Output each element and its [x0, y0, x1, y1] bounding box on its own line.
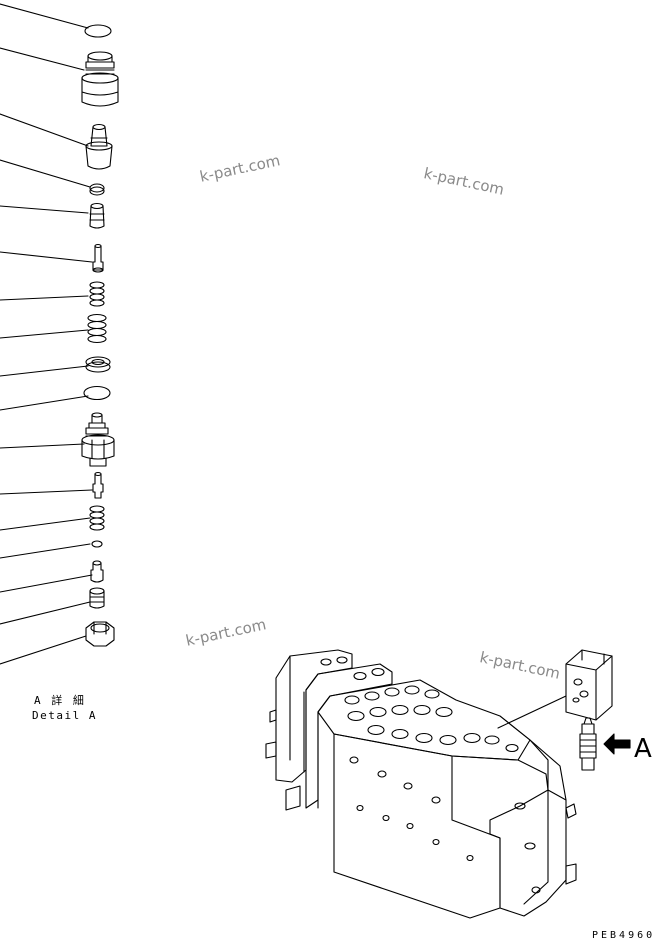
- view-arrow: [603, 733, 631, 755]
- detail-a-valve-cartridge: [579, 717, 597, 771]
- retainer-ring-part: [85, 356, 111, 373]
- ball-part: [91, 540, 103, 548]
- detail-label-japanese: A 詳 細: [34, 694, 86, 707]
- leader-lines: [0, 3, 93, 665]
- spring-part-lower: [89, 505, 105, 531]
- valve-body-part: [81, 412, 115, 467]
- sleeve-part: [85, 123, 113, 170]
- detail-a-block: [565, 649, 613, 721]
- o-ring-part: [84, 24, 112, 38]
- view-arrow-label: A: [634, 734, 652, 764]
- drawing-code: PEB4960: [592, 930, 656, 941]
- stopper-part: [90, 560, 104, 583]
- lock-nut-part: [85, 621, 115, 647]
- valve-ports: [320, 656, 541, 894]
- spool-part: [89, 202, 105, 229]
- control-valve-assembly: [265, 649, 577, 919]
- spring-part-large: [87, 313, 107, 344]
- detail-a-leader: [497, 695, 567, 729]
- washer-part: [89, 183, 105, 196]
- spacer-part: [89, 587, 105, 609]
- o-ring-part-2: [83, 385, 111, 401]
- poppet-part: [92, 243, 104, 273]
- piston-part: [92, 471, 104, 499]
- spring-part-upper: [89, 281, 105, 307]
- detail-label-english: Detail A: [32, 709, 97, 722]
- plug-part: [81, 51, 119, 107]
